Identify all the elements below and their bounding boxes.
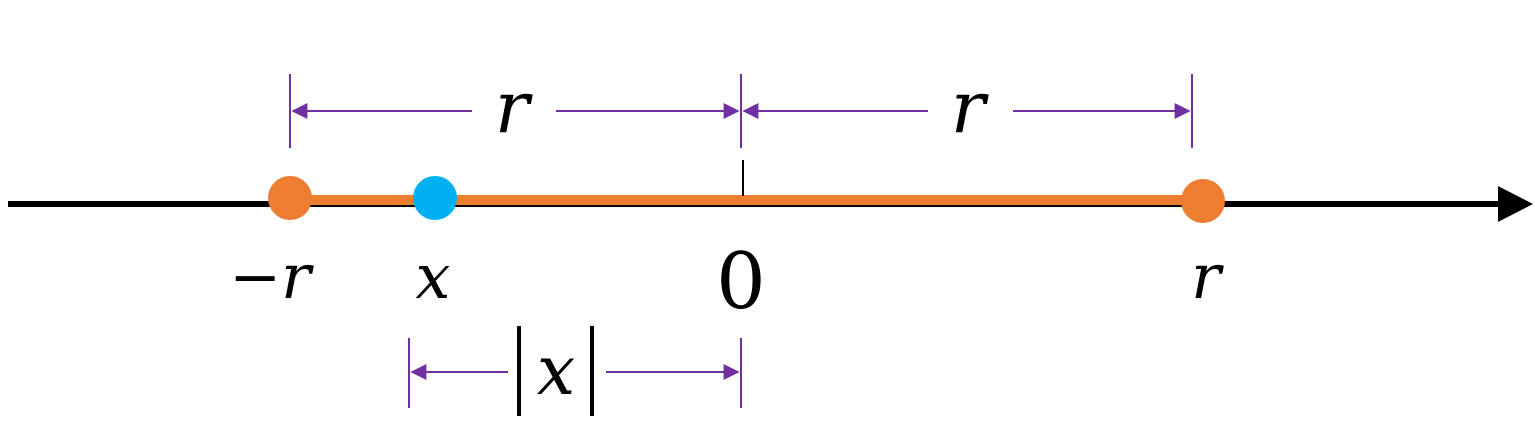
endpoint-r [1181, 179, 1225, 223]
label-x: x [416, 240, 451, 313]
point-x [413, 176, 457, 220]
dimension-label-left-r: r [495, 65, 533, 149]
label-zero: 0 [716, 237, 766, 327]
dimension-left-r: r [289, 65, 742, 149]
dimension-label-abs-x: x [537, 332, 575, 411]
label-r: r [1191, 240, 1224, 313]
label-neg-r: −r [229, 240, 314, 313]
dimension-right-r: r [742, 65, 1193, 149]
dimension-abs-x: x [408, 326, 742, 416]
endpoint-neg-r [268, 176, 312, 220]
axis-arrowhead [1498, 186, 1533, 222]
dimension-label-right-r: r [951, 65, 989, 149]
